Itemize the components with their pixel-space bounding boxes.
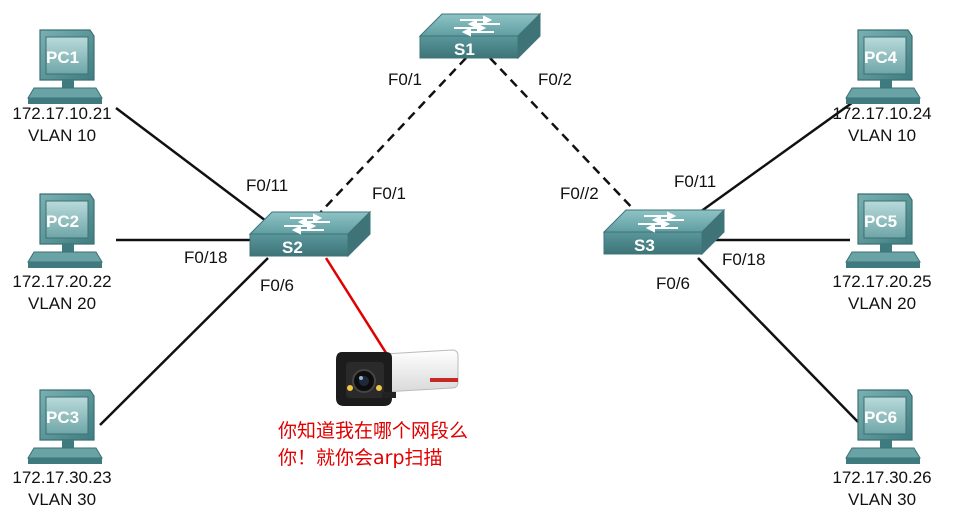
pc3-label: PC3 bbox=[46, 408, 79, 427]
switch-s1[interactable]: S1 bbox=[419, 13, 541, 59]
port-s2-f0-18: F0/18 bbox=[184, 248, 228, 267]
ip-camera-icon[interactable] bbox=[336, 349, 459, 406]
port-s2-f0-6: F0/6 bbox=[260, 276, 295, 295]
link-s3-pc6 bbox=[697, 257, 859, 423]
pc4[interactable]: PC4 bbox=[845, 29, 921, 105]
pc5-vlan: VLAN 20 bbox=[847, 294, 917, 313]
link-s2-camera bbox=[324, 257, 390, 357]
switch-s2-label: S2 bbox=[282, 238, 303, 257]
trunk-s1-s3 bbox=[489, 57, 637, 213]
port-s3-uplink: F0//2 bbox=[560, 184, 599, 203]
pc4-ip: 172.17.10.24 bbox=[832, 104, 932, 123]
port-s1-f0-2: F0/2 bbox=[538, 70, 573, 89]
pc1-ip: 172.17.10.21 bbox=[12, 104, 112, 123]
pc4-vlan: VLAN 10 bbox=[847, 126, 917, 145]
pc2-vlan: VLAN 20 bbox=[27, 294, 97, 313]
camera-note-line1: 你知道我在哪个网段么 bbox=[278, 420, 469, 442]
switch-s3[interactable]: S3 bbox=[603, 209, 725, 255]
pc6[interactable]: PC6 bbox=[845, 389, 921, 465]
trunk-s1-s2 bbox=[317, 57, 467, 216]
pc6-ip: 172.17.30.26 bbox=[832, 468, 932, 487]
port-s3-f0-6: F0/6 bbox=[656, 274, 691, 293]
port-s2-uplink: F0/1 bbox=[372, 184, 407, 203]
pc1-label: PC1 bbox=[46, 48, 79, 67]
camera-note: 你知道我在哪个网段么 你！就你会arp扫描 bbox=[278, 418, 468, 472]
pc4-label: PC4 bbox=[864, 48, 898, 67]
pc6-label: PC6 bbox=[864, 408, 897, 427]
switch-s3-label: S3 bbox=[634, 236, 655, 255]
link-s2-pc1 bbox=[115, 107, 271, 225]
pc3[interactable]: PC3 bbox=[27, 389, 103, 465]
port-s3-f0-11: F0/11 bbox=[674, 172, 717, 191]
pc1[interactable]: PC1 bbox=[27, 29, 103, 105]
pc2-label: PC2 bbox=[46, 212, 79, 231]
pc2[interactable]: PC2 bbox=[27, 193, 103, 269]
camera-note-line2: 你！就你会arp扫描 bbox=[278, 447, 443, 469]
switch-s2[interactable]: S2 bbox=[249, 211, 371, 257]
port-s2-f0-11: F0/11 bbox=[246, 176, 289, 195]
pc2-ip: 172.17.20.22 bbox=[12, 272, 112, 291]
pc3-vlan: VLAN 30 bbox=[27, 490, 97, 509]
link-s3-pc4 bbox=[699, 98, 857, 214]
link-s2-pc3 bbox=[99, 257, 269, 426]
pc3-ip: 172.17.30.23 bbox=[12, 468, 112, 487]
switch-s1-label: S1 bbox=[454, 40, 475, 59]
port-s3-f0-18: F0/18 bbox=[722, 250, 766, 269]
pc6-vlan: VLAN 30 bbox=[847, 490, 917, 509]
pc5-ip: 172.17.20.25 bbox=[832, 272, 932, 291]
port-s1-f0-1: F0/1 bbox=[388, 70, 423, 89]
pc5[interactable]: PC5 bbox=[845, 193, 921, 269]
links bbox=[99, 57, 859, 426]
pc5-label: PC5 bbox=[864, 212, 897, 231]
pc1-vlan: VLAN 10 bbox=[27, 126, 97, 145]
